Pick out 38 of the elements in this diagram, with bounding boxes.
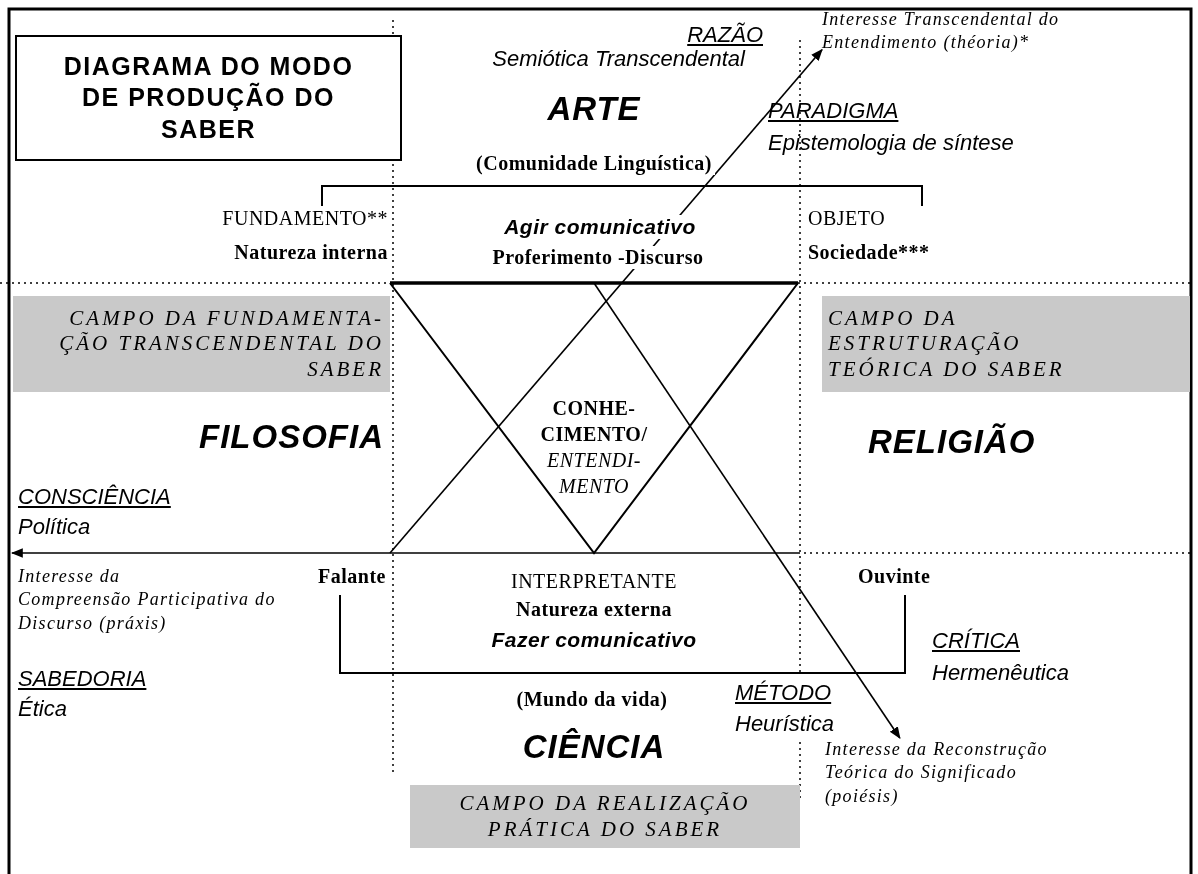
title-box: DIAGRAMA DO MODO DE PRODUÇÃO DO SABER <box>15 35 402 161</box>
arrow <box>389 48 823 554</box>
text-label: Falante <box>318 565 386 588</box>
shaded-field-box: CAMPO DA REALIZAÇÃO PRÁTICA DO SABER <box>410 785 800 848</box>
heading-label: CRÍTICA <box>932 628 1020 654</box>
domain-title: RELIGIÃO <box>868 423 1036 461</box>
heading-label: PARADIGMA <box>768 98 899 124</box>
note-text: Interesse da Compreensão Participativa do Discurso (práxis) <box>10 553 300 645</box>
text-label: Sociedade*** <box>808 241 930 264</box>
text-label: Natureza interna <box>234 241 388 264</box>
text-label: Semiótica Transcendental <box>492 46 745 72</box>
shaded-field-box: CAMPO DA FUNDAMENTA- ÇÃO TRANSCENDENTAL DO SABER <box>13 296 390 392</box>
text-label: Natureza externa <box>516 598 672 621</box>
heading-label: SABEDORIA <box>18 666 147 692</box>
text-label: OBJETO <box>808 207 886 230</box>
text-label: (Mundo da vida) <box>516 688 668 711</box>
heading-label: CONSCIÊNCIA <box>18 484 171 510</box>
shaded-field-box: CAMPO DA ESTRUTURAÇÃO TEÓRICA DO SABER <box>822 296 1190 392</box>
text-label: Fazer comunicativo <box>491 628 697 652</box>
inverted-triangle: CONHE- CIMENTO/ ENTENDI- MENTO <box>390 283 798 553</box>
arrow <box>593 282 901 739</box>
note-text: Interesse Transcendental do Entendimento (théoria)* <box>822 8 1187 66</box>
text-label: Heurística <box>735 711 835 737</box>
arrow <box>10 548 799 558</box>
text-label: Epistemologia de síntese <box>768 130 1014 156</box>
heading-label: RAZÃO <box>687 22 763 48</box>
text-label: Hermenêutica <box>932 660 1069 686</box>
text-label: Política <box>18 514 91 540</box>
text-label: (Comunidade Linguística) <box>473 152 715 175</box>
note-text: Interesse da Reconstrução Teórica do Significado (poiésis) <box>825 738 1190 828</box>
heading-label: MÉTODO <box>735 680 832 706</box>
domain-title: ARTE <box>547 90 641 128</box>
text-label: Ética <box>18 696 67 722</box>
text-label: FUNDAMENTO** <box>222 207 388 230</box>
domain-title: FILOSOFIA <box>199 418 384 456</box>
text-label: INTERPRETANTE <box>511 570 677 593</box>
domain-title: CIÊNCIA <box>522 728 666 766</box>
text-label: Ouvinte <box>858 565 931 588</box>
